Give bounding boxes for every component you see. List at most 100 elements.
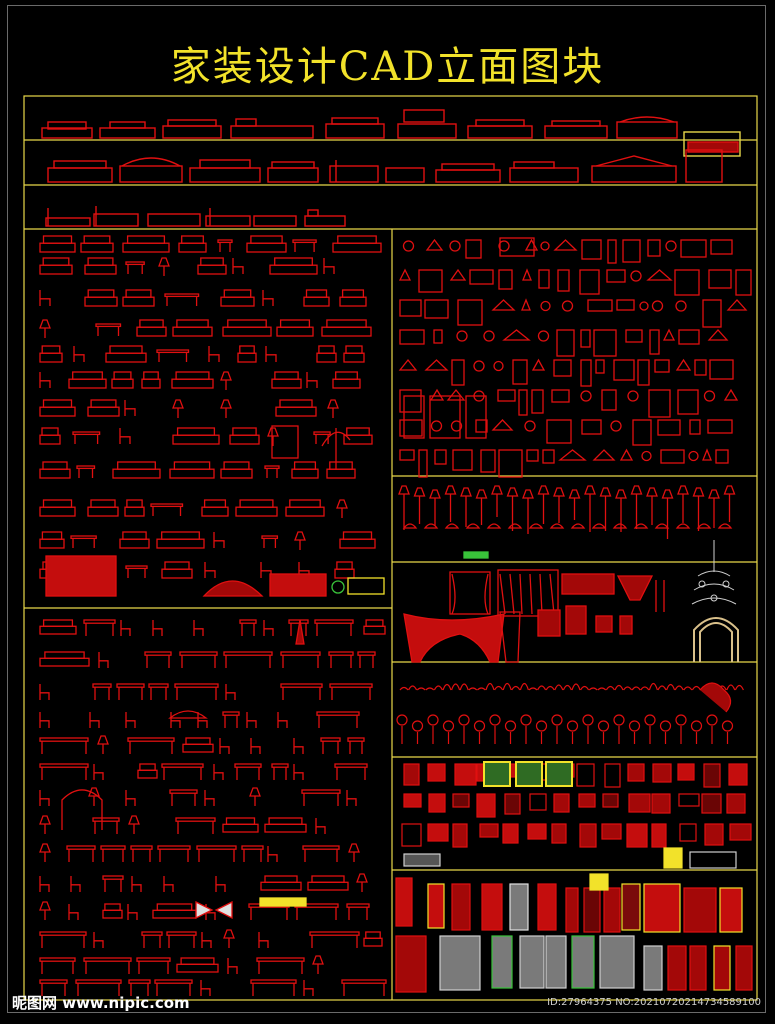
pendant-lamp [717,523,733,529]
table-elevation-icon [76,465,96,470]
chair-elevation-icon [197,712,208,728]
sofa-elevation-icon [334,568,355,579]
sofa-elevation-icon [124,506,145,517]
tv-screen [499,237,535,257]
row-sofas-2 [47,149,723,183]
round-fixture [430,420,443,432]
decor-block [683,686,693,691]
pendant-lamp [696,523,712,529]
chair-elevation-icon [208,346,220,362]
lamp-elevation-icon [39,815,51,825]
screen-panel [45,555,117,597]
picture-frame [401,823,422,847]
chair-elevation-icon [293,738,304,754]
table-elevation-icon [346,903,370,908]
sofa-back [139,319,164,328]
sofa-elevation-icon [363,937,383,947]
door-elevation-icon [481,883,503,931]
round-fixture [473,360,485,372]
picture-frame [403,763,420,786]
sofa-back [264,875,298,883]
chair-elevation-icon [131,876,142,892]
decor-block [605,685,615,691]
sofa-elevation-icon [229,434,260,445]
sofa-back [44,651,85,659]
door-elevation-icon [509,883,529,931]
sofa-back [341,289,365,298]
panel-cabinet-blocks [398,237,752,478]
table-elevation-icon [256,957,305,962]
lamp-elevation-icon [475,489,488,499]
table-elevation-icon [234,763,262,768]
cabinet-block [518,389,528,416]
sofa-back [90,499,116,508]
table-elevation-icon [100,845,126,850]
table-elevation-icon [95,323,122,328]
cabinet-block [735,269,752,296]
sofa-elevation-icon [237,352,257,363]
table-elevation-icon [301,789,341,794]
door-elevation-icon [643,883,681,933]
cabinet-block [622,239,641,263]
cabinet-block [677,389,699,415]
umbrella-table [168,710,208,719]
chair-elevation-icon [89,712,100,728]
cabinet-block [632,419,652,446]
decor-block [459,683,469,691]
table-elevation-icon [157,845,191,850]
chair-elevation-icon [219,738,230,754]
sofa-elevation-icon [339,296,367,307]
sofa-back [175,371,210,380]
sofa-back [176,319,209,328]
wardrobe-block [429,395,461,439]
chair-elevation-icon [215,876,226,892]
chair-elevation-icon [227,958,238,974]
sofa-elevation-icon [172,434,220,445]
chair-elevation-icon [93,764,104,780]
cabinet-block [580,359,592,387]
lamp-elevation-icon [599,487,612,497]
basin-block [524,238,539,251]
lamp-elevation-icon [356,873,368,883]
lamp-elevation-icon [429,489,441,499]
chair-elevation-icon [204,562,216,578]
sofa-elevation-icon [222,326,272,337]
table-elevation-icon [150,503,184,508]
console-cabinet [269,573,327,597]
decor-block [502,682,512,691]
sofa-elevation-icon [343,352,365,363]
round-fixture [627,390,639,402]
sofa-back [311,875,345,883]
table-elevation-icon [261,535,279,540]
sofa-elevation-icon [246,242,287,253]
lamp-elevation-icon [128,815,140,825]
pendant-lamp [507,523,523,529]
decor-block [408,685,418,691]
cabinet-block [581,419,602,435]
table-elevation-icon [271,763,289,768]
sofa-back [223,289,252,298]
door-elevation-icon [537,883,557,931]
chair-elevation-icon [315,818,326,834]
sofa-back [365,619,384,627]
sofa-back [41,531,63,540]
sofa-elevation-icon [172,326,213,337]
sofa-elevation-icon [87,506,119,517]
sofa-back [289,499,321,508]
plant-icon [721,720,734,732]
table-elevation-icon [39,979,68,984]
sofa-back [72,371,103,380]
sofa-elevation-icon [285,506,325,517]
cabinet-block [616,299,635,311]
round-fixture [402,240,415,252]
table-elevation-icon [313,431,331,436]
table-elevation-icon [83,957,132,962]
sofa-back [342,531,373,540]
arc-floor-lamp [321,428,351,470]
chair-elevation-icon [98,652,109,668]
sofa-elevation-icon [201,506,229,517]
sofa-elevation-icon [343,434,373,445]
table-elevation-icon [175,817,216,822]
sofa-elevation-icon [161,568,193,579]
